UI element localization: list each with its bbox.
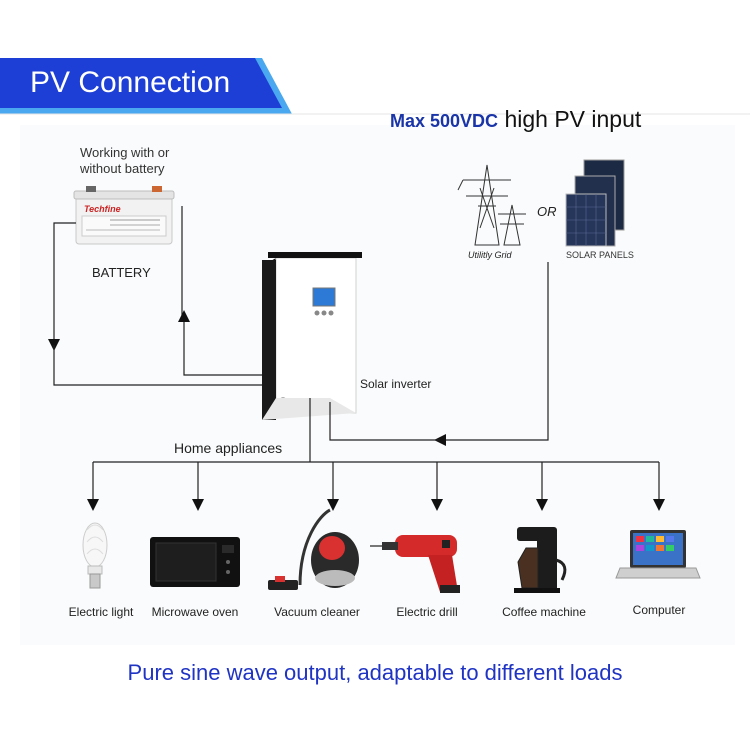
- pv-input-text: high PV input: [498, 106, 642, 132]
- output-wiring: [87, 398, 665, 511]
- appliance-label-drill: Electric drill: [396, 605, 458, 619]
- utility-grid-label: Utilitly Grid: [468, 250, 512, 260]
- footer-tagline: Pure sine wave output, adaptable to diff…: [127, 660, 623, 685]
- appliance-label-light: Electric light: [68, 605, 134, 619]
- inverter-label: Solar inverter: [360, 377, 432, 391]
- vacuum-icon: [268, 508, 359, 590]
- solar-panels-label: SOLAR PANELS: [566, 250, 634, 260]
- home-appliances-label: Home appliances: [174, 440, 283, 456]
- page-title: PV Connection: [30, 66, 231, 99]
- coffee-machine-icon: [514, 527, 567, 593]
- or-label: OR: [537, 204, 557, 219]
- laptop-icon: [615, 530, 701, 579]
- solar-panels-image: [565, 159, 625, 247]
- microwave-icon: [150, 537, 240, 587]
- battery-note-line1: Working with or: [80, 145, 170, 160]
- header-banner: [0, 58, 750, 115]
- battery-note-line2: without battery: [80, 161, 165, 176]
- pv-wiring: [329, 262, 549, 446]
- battery-wiring: [48, 206, 268, 386]
- inverter-image: [262, 252, 362, 420]
- battery-label: BATTERY: [92, 265, 151, 280]
- pv-max-voltage: Max 500VDC: [390, 111, 499, 131]
- appliance-label-vacuum: Vacuum cleaner: [274, 605, 360, 619]
- battery-brand: Techfine: [84, 204, 121, 214]
- pv-input-heading: Max 500VDC high PV input: [390, 106, 641, 133]
- bulb-icon: [82, 522, 108, 589]
- appliance-label-coffee: Coffee machine: [502, 605, 586, 619]
- appliance-label-computer: Computer: [632, 603, 686, 617]
- utility-grid-image: [457, 164, 526, 246]
- battery-image: [73, 186, 175, 245]
- appliance-label-microwave: Microwave oven: [151, 605, 239, 619]
- drill-icon: [370, 535, 460, 593]
